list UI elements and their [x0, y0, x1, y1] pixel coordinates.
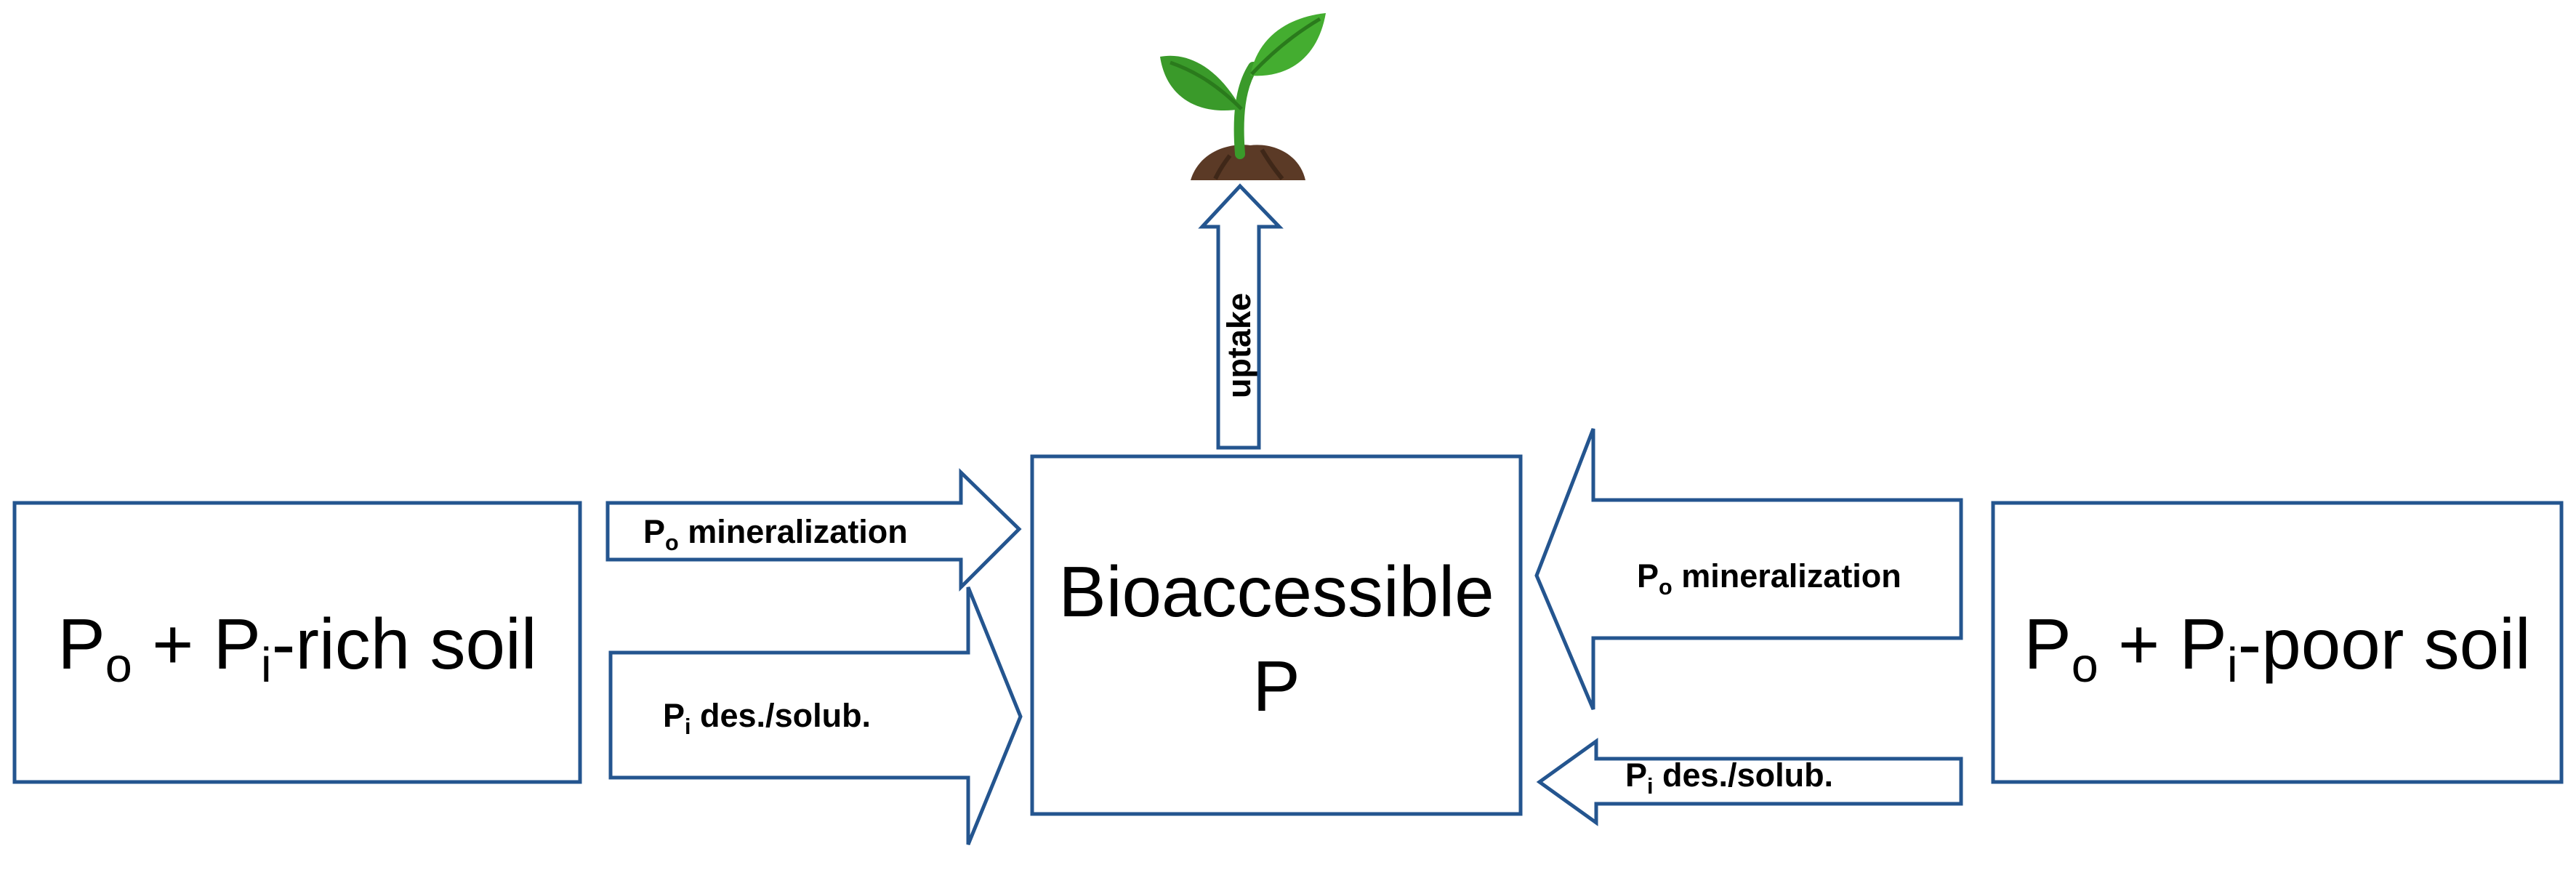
left-pi-desorption-label: Pi des./solub.	[663, 697, 871, 739]
plant-seedling-icon	[1160, 13, 1326, 180]
bioaccessible-label-line2: P	[1252, 646, 1300, 726]
bioaccessible-p-box	[1030, 454, 1523, 816]
right-po-mineralization-label: Po mineralization	[1637, 557, 1901, 600]
right-po-mineralization-arrow	[1534, 428, 1963, 710]
bioaccessible-label-line1: Bioaccessible	[1058, 552, 1494, 632]
left-po-mineralization-arrow	[605, 468, 1022, 592]
right-pi-desorption-label: Pi des./solub.	[1625, 757, 1833, 799]
uptake-arrow	[1198, 183, 1284, 450]
left-po-mineralization-label: Po mineralization	[643, 513, 908, 555]
poor-soil-label: Po + Pi-poor soil	[2024, 604, 2530, 693]
poor-soil-box	[1991, 501, 2564, 784]
rich-soil-label: Po + Pi-rich soil	[57, 604, 536, 693]
left-pi-desorption-arrow	[608, 586, 1023, 845]
uptake-label: uptake	[1220, 293, 1257, 398]
rich-soil-box	[12, 501, 582, 784]
right-pi-desorption-arrow	[1536, 738, 1963, 826]
